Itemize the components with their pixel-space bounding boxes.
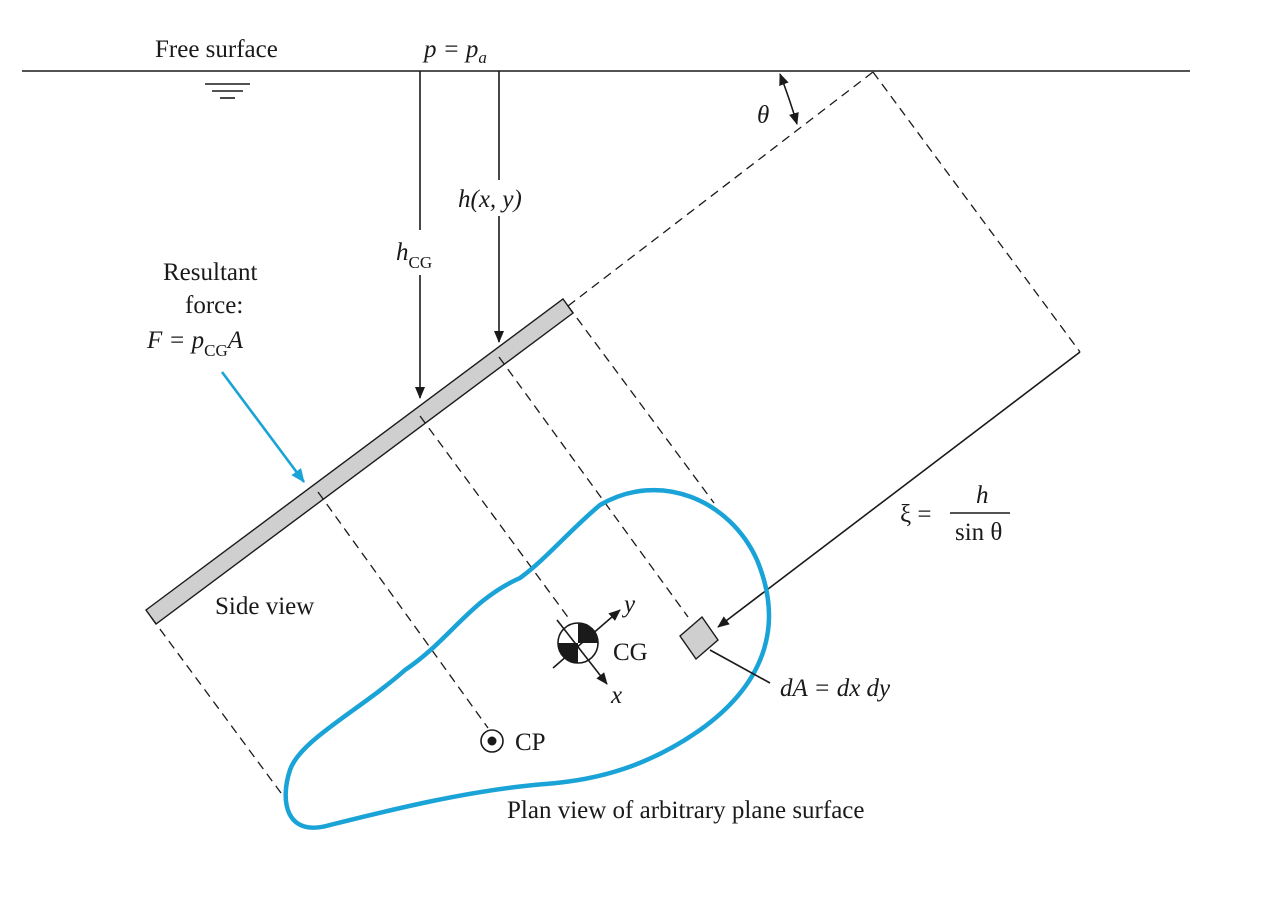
pressure-label-main: p = p xyxy=(422,36,478,63)
x-axis-arrow xyxy=(556,619,608,685)
force-equation: F = pCGA xyxy=(146,327,244,360)
plan-view-outline xyxy=(283,487,772,830)
resultant-label: Resultant xyxy=(163,259,257,286)
cg-label: CG xyxy=(613,639,648,666)
force-eq-sub: CG xyxy=(204,341,228,360)
force-eq-area: A xyxy=(226,327,244,354)
h-cg-sub: CG xyxy=(409,253,433,272)
theta-angle-arc xyxy=(779,73,799,125)
center-of-pressure-icon xyxy=(480,729,504,753)
cp-label: CP xyxy=(515,729,546,756)
xi-denominator: sin θ xyxy=(955,519,1002,546)
h-cg-main: h xyxy=(396,239,409,266)
y-axis-label: y xyxy=(621,591,636,618)
plate-extension-dashed xyxy=(567,71,874,307)
projection-line-cp xyxy=(317,491,489,729)
projection-line-edge-bottom xyxy=(150,616,282,794)
force-eq-main: F = p xyxy=(146,327,204,354)
pressure-label-sub: a xyxy=(478,48,487,67)
area-element-dA xyxy=(679,615,719,661)
force-label: force: xyxy=(185,292,243,319)
x-axis-label: x xyxy=(610,682,622,709)
xi-dashed-line xyxy=(872,71,1081,353)
xi-dimension-line xyxy=(717,351,1081,628)
y-axis-arrow xyxy=(552,609,621,669)
xi-equation-lhs: ξ = xyxy=(900,501,932,528)
resultant-force-arrow xyxy=(220,371,306,483)
dA-leader-line xyxy=(709,649,771,684)
pressure-label: p = pa xyxy=(422,36,487,67)
h-cg-label: hCG xyxy=(396,239,432,272)
theta-label: θ xyxy=(757,102,769,129)
water-level-icon xyxy=(205,83,250,99)
plan-view-caption: Plan view of arbitrary plane surface xyxy=(507,797,864,824)
projection-line-edge-top xyxy=(567,305,715,504)
side-view-label: Side view xyxy=(215,593,314,620)
free-surface-label: Free surface xyxy=(155,36,278,63)
xi-numerator: h xyxy=(976,482,989,509)
h-xy-label: h(x, y) xyxy=(458,186,522,213)
dA-label: dA = dx dy xyxy=(780,675,891,702)
projection-line-dA xyxy=(498,356,689,618)
projection-line-cg xyxy=(419,415,571,621)
